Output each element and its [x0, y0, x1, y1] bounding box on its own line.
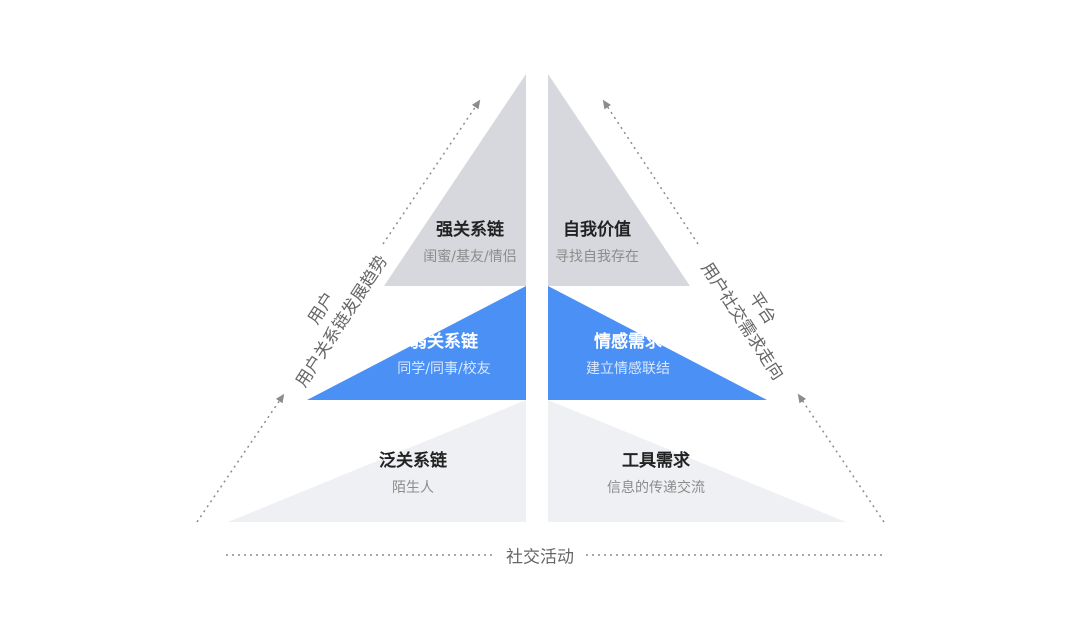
right-bottom-tier — [548, 400, 846, 522]
right-top-tier — [548, 74, 690, 286]
right-trend-arrow-lower — [797, 393, 885, 523]
left-top-tier-label: 强关系链 闺蜜/基友/情侣 — [360, 215, 580, 266]
right-bottom-tier-label: 工具需求 信息的传递交流 — [546, 446, 766, 497]
left-middle-tier-title: 弱关系链 — [410, 332, 478, 352]
right-bottom-tier-title: 工具需求 — [622, 451, 690, 471]
left-trend-arrow-upper — [382, 99, 481, 245]
left-top-tier-subtitle: 闺蜜/基友/情侣 — [423, 249, 517, 265]
left-top-tier-title: 强关系链 — [436, 220, 504, 240]
left-bottom-tier — [228, 400, 526, 522]
right-trend-arrow-upper — [602, 99, 699, 245]
left-middle-tier — [307, 286, 526, 400]
left-trend-arrow-lower — [196, 393, 285, 523]
right-top-tier-label: 自我价值 寻找自我存在 — [487, 215, 707, 266]
right-middle-tier — [548, 286, 767, 400]
right-middle-tier-title: 情感需求 — [594, 332, 662, 352]
left-bottom-tier-subtitle: 陌生人 — [392, 480, 434, 496]
left-bottom-tier-title: 泛关系链 — [379, 451, 447, 471]
left-middle-tier-subtitle: 同学/同事/校友 — [397, 361, 491, 377]
right-middle-tier-subtitle: 建立情感联结 — [586, 361, 670, 377]
left-top-tier — [384, 74, 526, 286]
right-middle-tier-label: 情感需求 建立情感联结 — [518, 327, 738, 378]
bottom-axis-caption: 社交活动 — [496, 542, 584, 568]
right-top-tier-subtitle: 寻找自我存在 — [555, 249, 639, 265]
right-top-tier-title: 自我价值 — [563, 220, 631, 240]
left-bottom-tier-label: 泛关系链 陌生人 — [303, 446, 523, 497]
left-middle-tier-label: 弱关系链 同学/同事/校友 — [334, 327, 554, 378]
right-bottom-tier-subtitle: 信息的传递交流 — [607, 480, 705, 496]
